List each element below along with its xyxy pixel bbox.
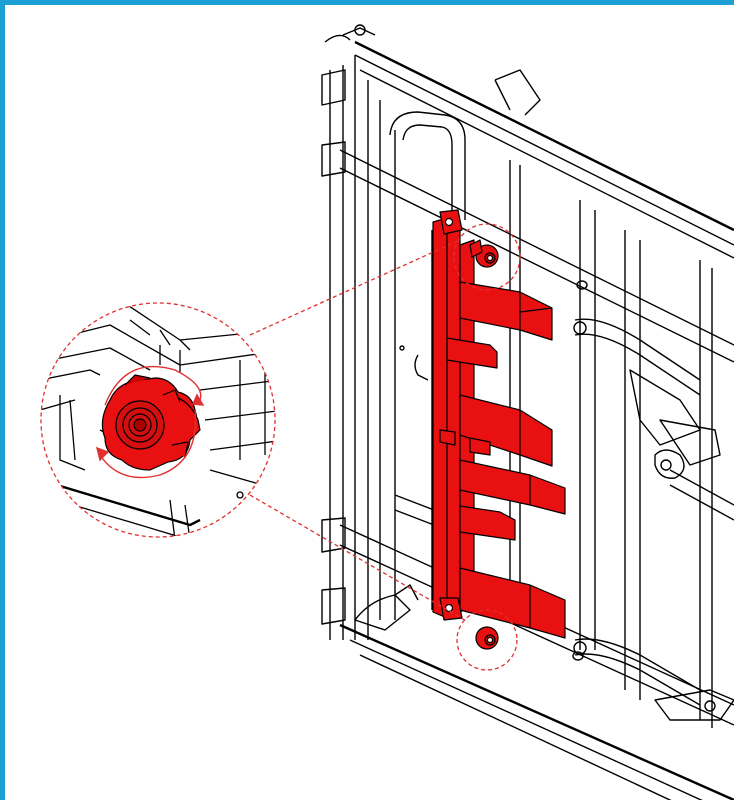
leader-line-top	[249, 239, 461, 336]
highlighted-bracket	[432, 209, 566, 650]
callout-bottom	[456, 609, 518, 671]
callouts	[249, 223, 521, 671]
zoom-circle-outline	[40, 302, 276, 538]
zoom-detail	[40, 302, 276, 538]
rotate-knob-icon	[101, 374, 201, 471]
bed-frame	[321, 24, 734, 800]
callout-top	[453, 223, 521, 291]
bottom-knob	[475, 626, 499, 650]
rotation-arrow	[96, 365, 205, 479]
leader-line-bottom	[249, 494, 469, 623]
top-knob	[469, 239, 499, 268]
